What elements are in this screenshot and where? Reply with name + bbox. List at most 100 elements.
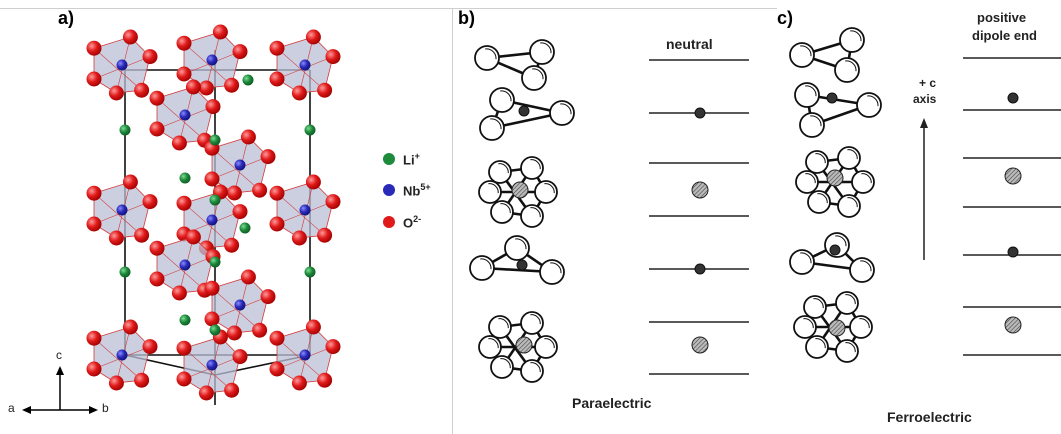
oxygen-atom [86, 185, 102, 201]
sphere-highlight [530, 159, 541, 170]
oxygen-sphere [520, 204, 544, 228]
oxygen-sphere [856, 92, 882, 118]
sphere-highlight [540, 42, 552, 54]
lithium-atom [179, 172, 191, 184]
oxygen-sphere [534, 180, 558, 204]
sphere-highlight [500, 90, 512, 102]
oxygen-sphere [478, 335, 502, 359]
oxygen-atom [176, 66, 192, 82]
sphere-highlight [810, 115, 822, 127]
panel-c-label: c) [777, 8, 794, 28]
oxygen-atom [122, 319, 138, 335]
legend-item-li: Li+ [383, 148, 420, 170]
sphere-highlight [845, 342, 856, 353]
sphere-highlight [805, 173, 816, 184]
oxygen-sphere [789, 42, 815, 68]
sphere-highlight [532, 68, 544, 80]
oxygen-atom [325, 194, 341, 210]
oxygen-atom [305, 319, 321, 335]
niobium-ion-hatched [1004, 167, 1022, 185]
c-axis-arrowhead [56, 366, 64, 375]
oxygen-atom [291, 375, 307, 391]
oxygen-sphere [789, 249, 815, 275]
niobium-atom [206, 214, 218, 226]
oxygen-sphere [488, 160, 512, 184]
sphere-highlight [515, 238, 527, 250]
lithium-atom [239, 222, 251, 234]
oxygen-atom [252, 322, 268, 338]
oxygen-atom [269, 40, 285, 56]
positive-header-line2: dipole end [972, 28, 1037, 43]
panel-a-crystal-structure: a) Li+ Nb5+ O2- c a b [0, 0, 452, 434]
positive-header-line1: positive [977, 10, 1027, 25]
oxygen-sphere [469, 255, 495, 281]
oxygen-atom [142, 339, 158, 355]
oxygen-atom [198, 80, 214, 96]
ferroelectric-diagram [789, 27, 1061, 363]
a-axis-label: a [8, 401, 15, 415]
oxygen-sphere [849, 257, 875, 283]
sphere-highlight [847, 149, 858, 160]
oxygen-sphere [794, 82, 820, 108]
oxygen-atom [252, 182, 268, 198]
sphere-highlight [480, 258, 492, 270]
niobium-ion-hatched [691, 181, 709, 199]
c-axis-label-line2: axis [913, 92, 937, 106]
oxygen-sphere [490, 355, 514, 379]
oxygen-atom [325, 339, 341, 355]
sphere-highlight [847, 197, 858, 208]
oxygen-sphere [520, 359, 544, 383]
oxygen-sphere [835, 291, 859, 315]
oxygen-sphere [490, 200, 514, 224]
oxygen-atom [204, 311, 220, 327]
lithium-atom [242, 74, 254, 86]
sphere-highlight [530, 207, 541, 218]
sphere-highlight [550, 262, 562, 274]
legend-item-nb: Nb5+ [383, 179, 431, 201]
sphere-highlight [815, 338, 826, 349]
oxygen-atom [317, 227, 333, 243]
sphere-highlight [867, 95, 879, 107]
oxygen-atom [204, 171, 220, 187]
oxygen-atom [149, 121, 165, 137]
sphere-highlight [859, 318, 870, 329]
niobium-ion-hatched [515, 336, 533, 354]
sphere-highlight [815, 153, 826, 164]
niobium-atom [299, 349, 311, 361]
oxygen-atom [240, 269, 256, 285]
oxygen-atom [232, 44, 248, 60]
sphere-highlight [500, 203, 511, 214]
oxygen-atom [122, 174, 138, 190]
sphere-highlight [498, 318, 509, 329]
panel-b-left-border [452, 8, 453, 434]
niobium-atom [206, 54, 218, 66]
oxygen-atom [269, 330, 285, 346]
oxygen-atom [86, 40, 102, 56]
oxygen-atom [86, 216, 102, 232]
lithium-ion-dark [518, 105, 530, 117]
oxygen-atom [269, 185, 285, 201]
oxygen-atom [134, 372, 150, 388]
oxygen-atom [176, 35, 192, 51]
oxygen-atom [134, 82, 150, 98]
oxygen-sphere [799, 112, 825, 138]
niobium-atom [179, 259, 191, 271]
sphere-highlight [530, 362, 541, 373]
legend-label-nb: Nb5+ [403, 181, 431, 199]
b-axis-arrowhead [89, 406, 98, 414]
oxygen-atom [224, 382, 240, 398]
sphere-highlight [813, 298, 824, 309]
niobium-atom [179, 109, 191, 121]
sphere-highlight [800, 252, 812, 264]
panel-b-paraelectric: b) neutral Paraelectric [452, 0, 777, 434]
oxygen-atom [260, 289, 276, 305]
oxygen-atom [198, 385, 214, 401]
oxygen-sphere [837, 146, 861, 170]
niobium-ion-hatched [826, 169, 844, 187]
li-ion-swatch [383, 153, 395, 165]
sphere-highlight [530, 314, 541, 325]
oxygen-sphere [529, 39, 555, 65]
oxygen-atom [185, 79, 201, 95]
lithium-niobate-unit-cell [86, 24, 341, 405]
niobium-atom [206, 359, 218, 371]
